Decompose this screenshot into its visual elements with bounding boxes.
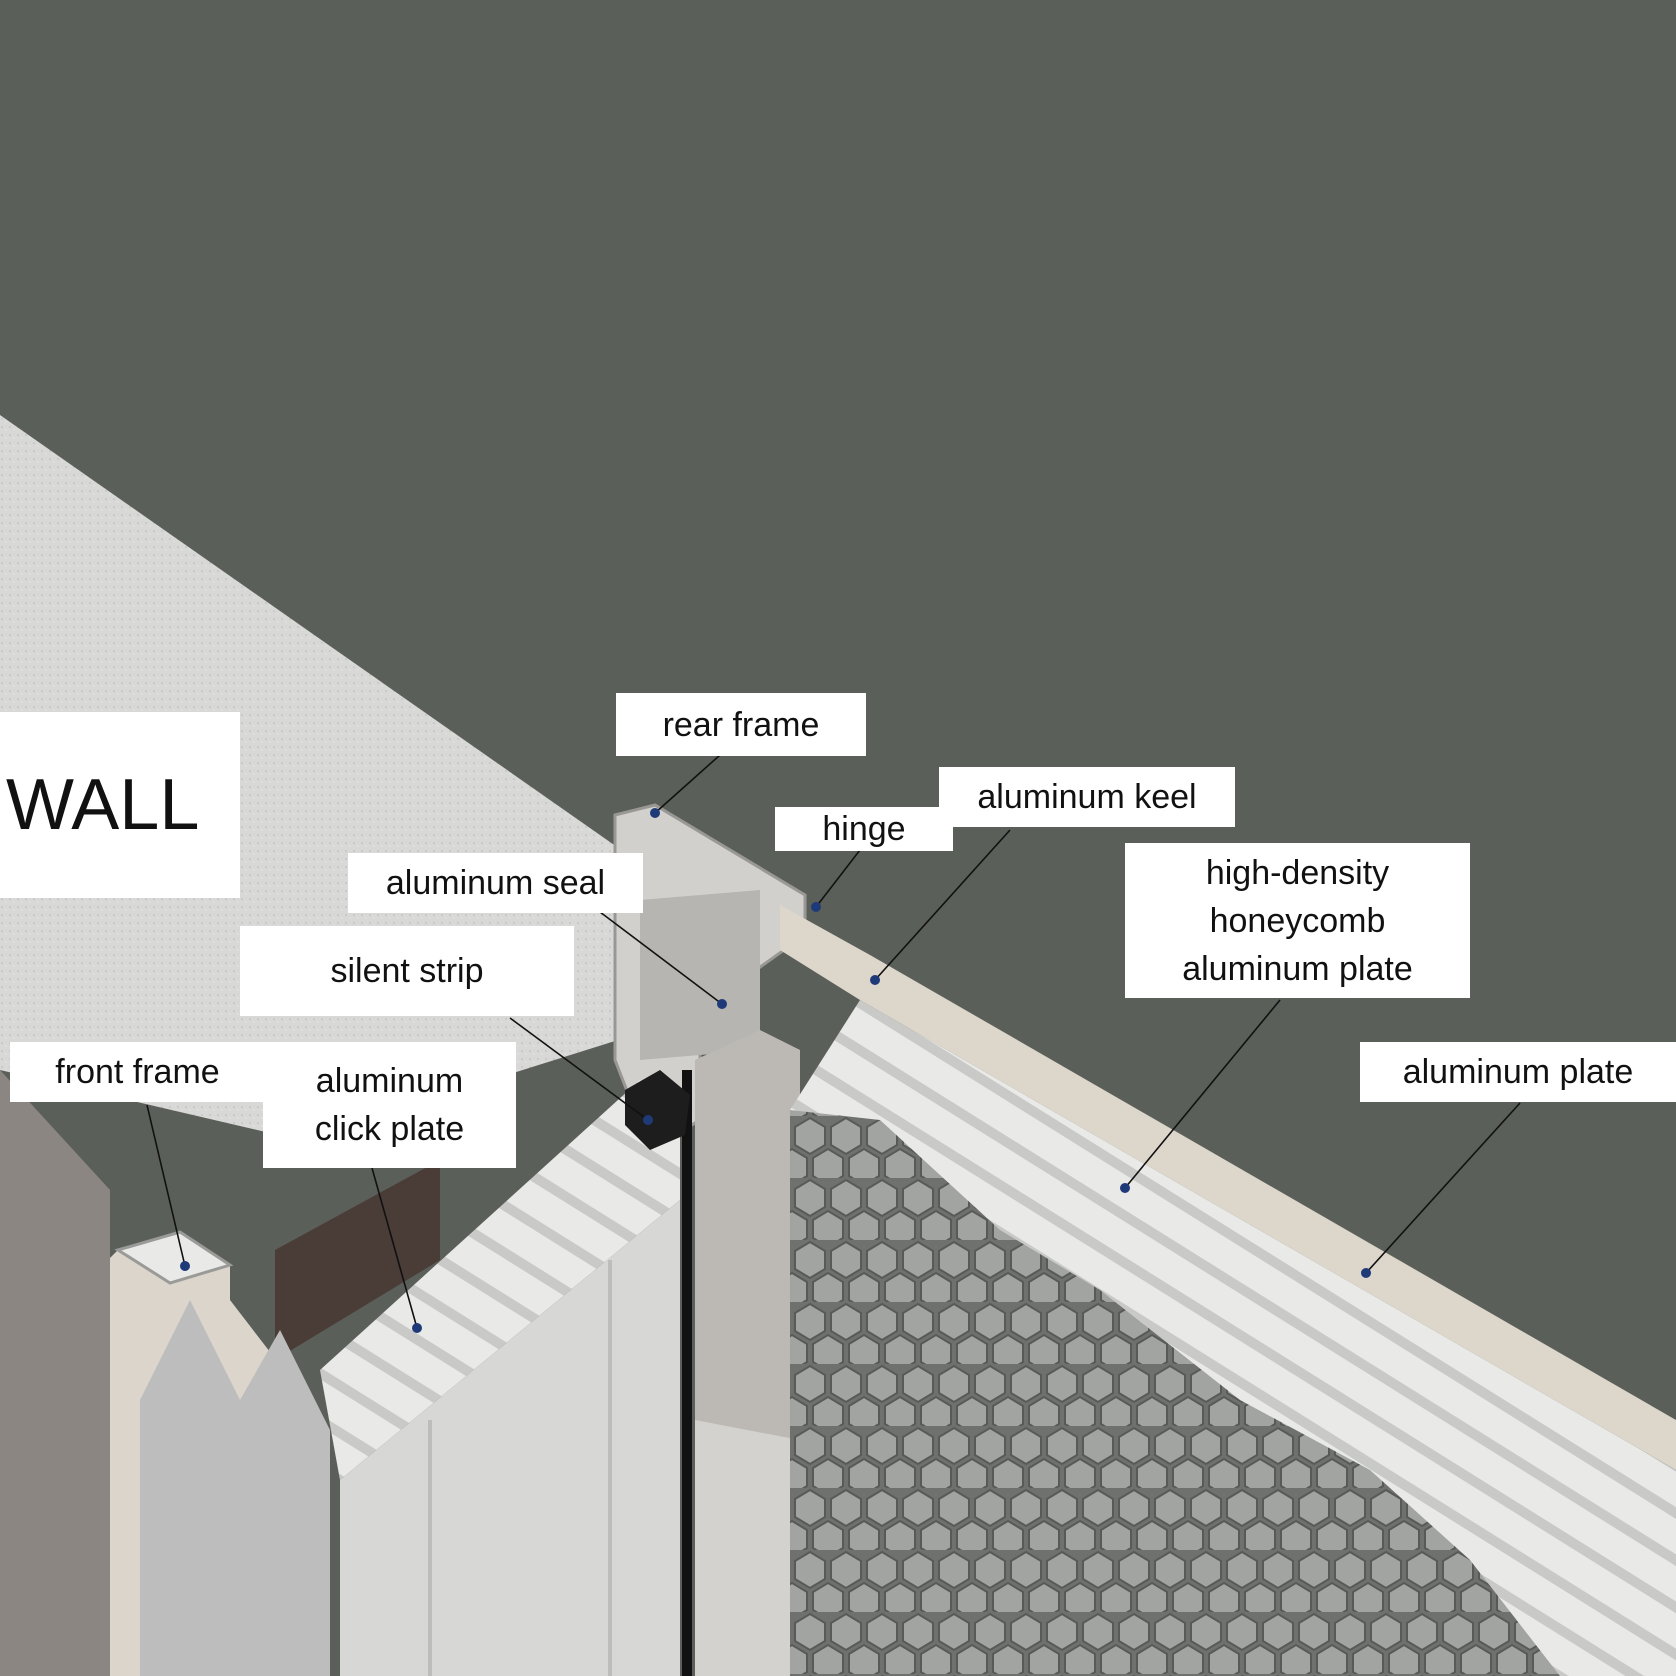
label-front-frame-text: front frame xyxy=(55,1053,220,1091)
leader-lines xyxy=(146,754,1521,1329)
label-rear-frame-text: rear frame xyxy=(662,705,820,744)
label-aluminum-seal-text: aluminum seal xyxy=(385,864,606,902)
label-aluminum-keel: aluminum keel xyxy=(939,767,1235,827)
label-aluminum-keel-text: aluminum keel xyxy=(977,778,1197,816)
label-hinge: hinge xyxy=(775,807,953,851)
label-aluminum-plate: aluminum plate xyxy=(1360,1042,1676,1102)
click-plate-face xyxy=(340,1200,680,1676)
wall-dark-reveal xyxy=(275,1160,440,1360)
label-high-density-text: high-density honeycomb aluminum plate xyxy=(1182,853,1413,988)
front-frame-cap xyxy=(114,1230,234,1285)
label-silent-strip-text: silent strip xyxy=(330,952,484,990)
door-keel-post xyxy=(695,1030,800,1460)
rear-frame-channel xyxy=(640,890,760,1060)
label-aluminum-click-plate: aluminum click plate xyxy=(263,1042,516,1168)
label-hinge-text: hinge xyxy=(822,810,906,848)
door-top-rail xyxy=(780,905,1676,1470)
label-aluminum-seal: aluminum seal xyxy=(348,853,643,913)
wall-side-face xyxy=(0,1070,110,1676)
front-frame-inner xyxy=(140,1300,330,1676)
honeycomb-ribs-surface xyxy=(790,1000,1676,1676)
wall-label-text: WALL xyxy=(6,765,200,845)
label-click-plate-text: aluminum click plate xyxy=(314,1062,465,1148)
door-gap xyxy=(682,1070,692,1676)
wall-label: WALL xyxy=(0,712,240,898)
label-rear-frame: rear frame xyxy=(616,693,866,756)
silent-strip-rubber xyxy=(625,1070,690,1150)
label-silent-strip: silent strip xyxy=(240,926,574,1016)
leader-dots xyxy=(180,808,1371,1333)
click-plate-strip xyxy=(320,1080,680,1480)
label-high-density-honeycomb: high-density honeycomb aluminum plate xyxy=(1125,843,1470,998)
label-aluminum-plate-text: aluminum plate xyxy=(1402,1053,1634,1091)
label-front-frame: front frame xyxy=(10,1042,265,1102)
honeycomb-core xyxy=(790,1110,1560,1676)
